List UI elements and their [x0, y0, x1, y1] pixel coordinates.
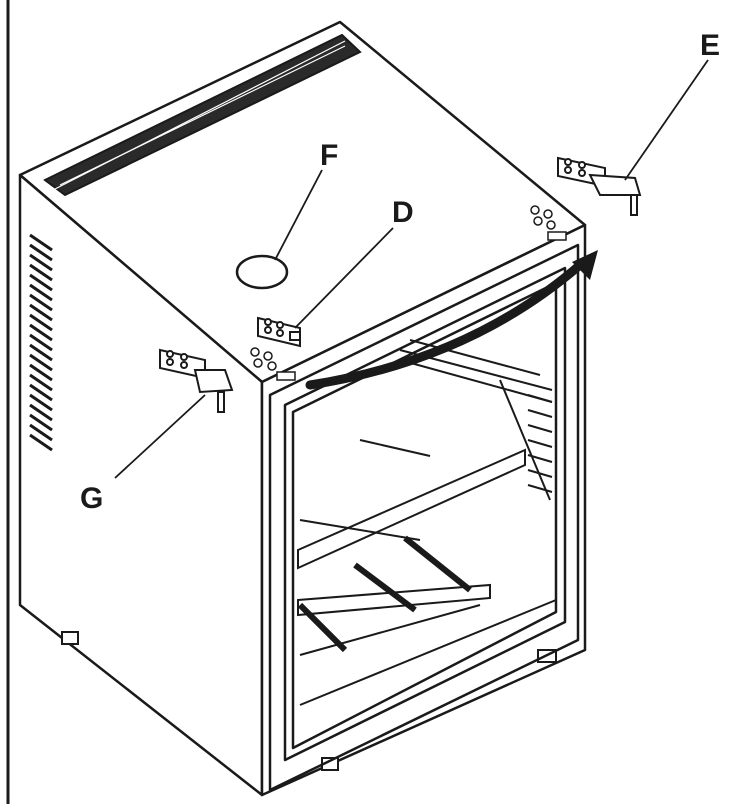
screw-holes-right [530, 205, 567, 241]
leader-d [294, 227, 394, 329]
door-inner-frame [283, 266, 567, 762]
callout-leaders [114, 59, 709, 479]
label-d: D [392, 196, 414, 229]
leader-e [624, 59, 709, 181]
hinge-g [159, 348, 234, 413]
label-f: F [320, 139, 338, 172]
side-vent [29, 233, 53, 452]
hinge-e [557, 156, 642, 216]
arrowhead [572, 250, 598, 280]
leader-f [274, 169, 323, 261]
top-vent [43, 33, 362, 197]
cabinet-feet [61, 631, 557, 771]
label-e: E [700, 29, 720, 62]
screw-holes-left [250, 347, 296, 381]
cover-cap-f [235, 254, 289, 290]
swap-arrow [305, 250, 598, 390]
door-glass [291, 281, 558, 750]
interior [297, 339, 557, 706]
leader-g [114, 394, 206, 479]
lower-rack [297, 583, 491, 617]
label-g: G [80, 482, 103, 515]
door [268, 243, 580, 792]
door-outer-frame [268, 243, 580, 792]
hinge-d [257, 316, 301, 348]
upper-shelf [297, 448, 526, 570]
